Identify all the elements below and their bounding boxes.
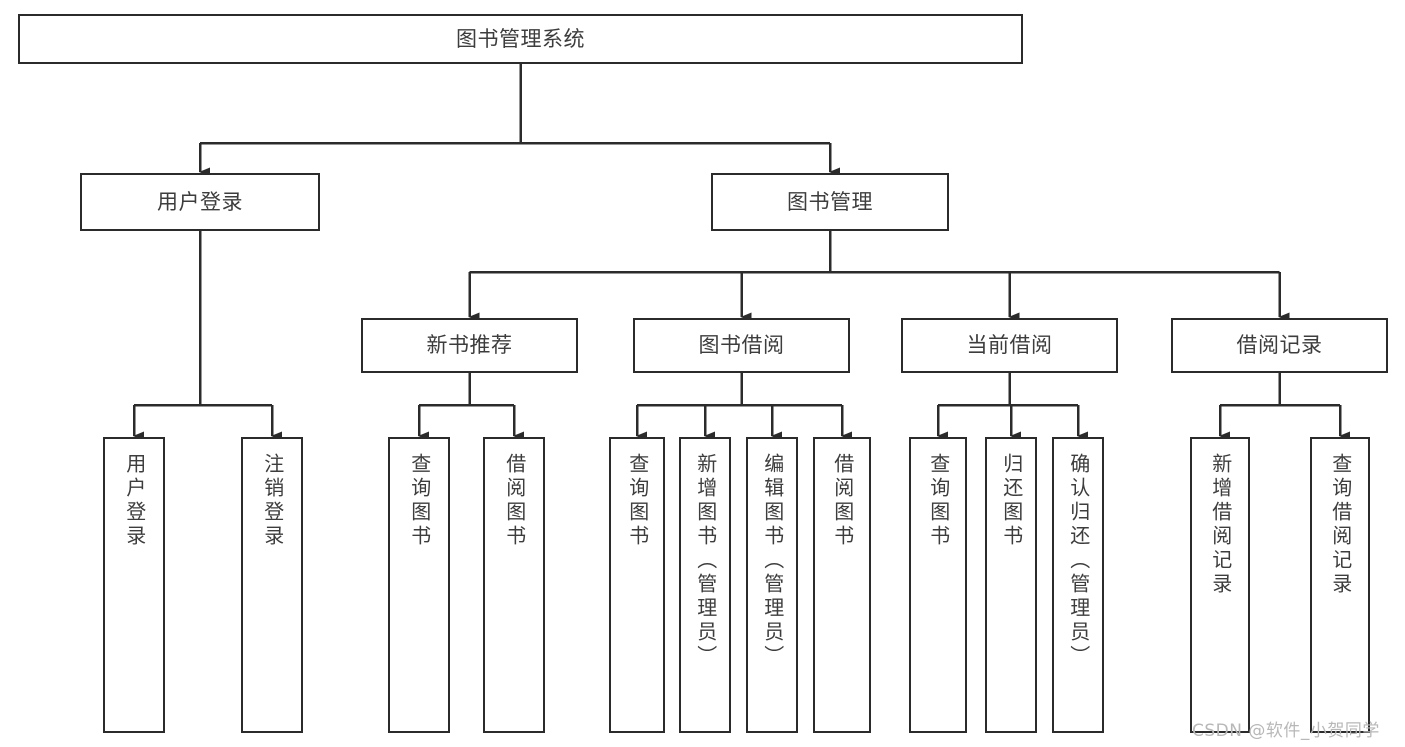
node-label: 新增图书（管理员） [693, 453, 718, 669]
node-leaf-borrow-book-2[interactable]: 借阅图书 [813, 437, 871, 733]
node-borrow-record[interactable]: 借阅记录 [1171, 318, 1388, 373]
node-label: 图书管理系统 [456, 26, 585, 51]
node-leaf-edit-book[interactable]: 编辑图书（管理员） [746, 437, 798, 733]
node-label: 用户登录 [157, 189, 243, 214]
node-root[interactable]: 图书管理系统 [18, 14, 1023, 64]
edge-group [132, 64, 1350, 441]
node-leaf-query-record[interactable]: 查询借阅记录 [1310, 437, 1370, 733]
node-leaf-user-login[interactable]: 用户登录 [103, 437, 165, 733]
node-label: 归还图书 [999, 453, 1024, 549]
node-label: 查询图书 [407, 453, 432, 549]
node-book-manage[interactable]: 图书管理 [711, 173, 949, 231]
node-label: 查询图书 [926, 453, 951, 549]
node-leaf-add-book[interactable]: 新增图书（管理员） [679, 437, 731, 733]
node-label: 确认归还（管理员） [1066, 453, 1091, 669]
node-leaf-confirm-return[interactable]: 确认归还（管理员） [1052, 437, 1104, 733]
node-leaf-logout[interactable]: 注销登录 [241, 437, 303, 733]
node-current-borrow[interactable]: 当前借阅 [901, 318, 1118, 373]
node-label: 借阅图书 [502, 453, 527, 549]
node-label: 图书管理 [787, 189, 873, 214]
node-label: 用户登录 [122, 453, 147, 549]
node-leaf-query-book-1[interactable]: 查询图书 [388, 437, 450, 733]
node-label: 当前借阅 [966, 333, 1053, 358]
csdn-watermark: CSDN @软件_小贺同学 [1192, 721, 1380, 741]
node-label: 借阅图书 [830, 453, 855, 549]
node-label: 注销登录 [260, 453, 285, 549]
node-leaf-query-book-3[interactable]: 查询图书 [909, 437, 967, 733]
node-user-login[interactable]: 用户登录 [80, 173, 320, 231]
node-label: 编辑图书（管理员） [760, 453, 785, 669]
node-leaf-query-book-2[interactable]: 查询图书 [609, 437, 665, 733]
node-label: 查询借阅记录 [1328, 453, 1353, 597]
node-book-borrow[interactable]: 图书借阅 [633, 318, 850, 373]
node-label: 查询图书 [625, 453, 650, 549]
node-label: 新增借阅记录 [1208, 453, 1233, 597]
node-label: 新书推荐 [426, 333, 513, 358]
node-leaf-borrow-book-1[interactable]: 借阅图书 [483, 437, 545, 733]
node-leaf-add-record[interactable]: 新增借阅记录 [1190, 437, 1250, 733]
node-label: 图书借阅 [698, 333, 785, 358]
node-label: 借阅记录 [1236, 333, 1323, 358]
node-new-book-rec[interactable]: 新书推荐 [361, 318, 578, 373]
node-leaf-return-book[interactable]: 归还图书 [985, 437, 1037, 733]
